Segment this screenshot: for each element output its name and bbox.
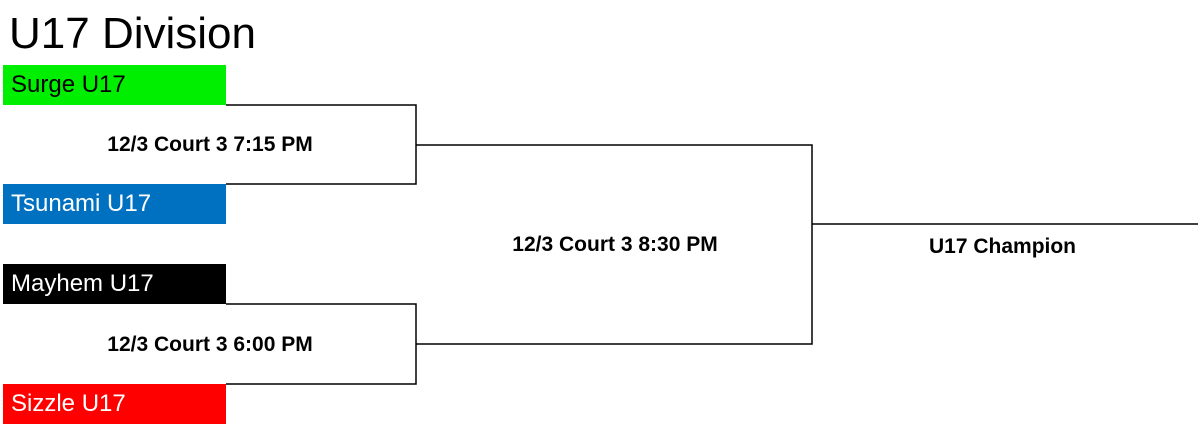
team-sizzle: Sizzle U17 — [3, 384, 226, 424]
final-match-label: 12/3 Court 3 8:30 PM — [512, 233, 718, 256]
champion-label: U17 Champion — [928, 235, 1077, 258]
division-title: U17 Division — [9, 9, 256, 58]
team-surge: Surge U17 — [3, 65, 226, 105]
team-mayhem: Mayhem U17 — [3, 264, 226, 304]
final-connector — [416, 144, 813, 345]
match-1-label: 12/3 Court 3 7:15 PM — [107, 133, 313, 156]
team-tsunami: Tsunami U17 — [3, 184, 226, 224]
match-2-label: 12/3 Court 3 6:00 PM — [107, 333, 313, 356]
